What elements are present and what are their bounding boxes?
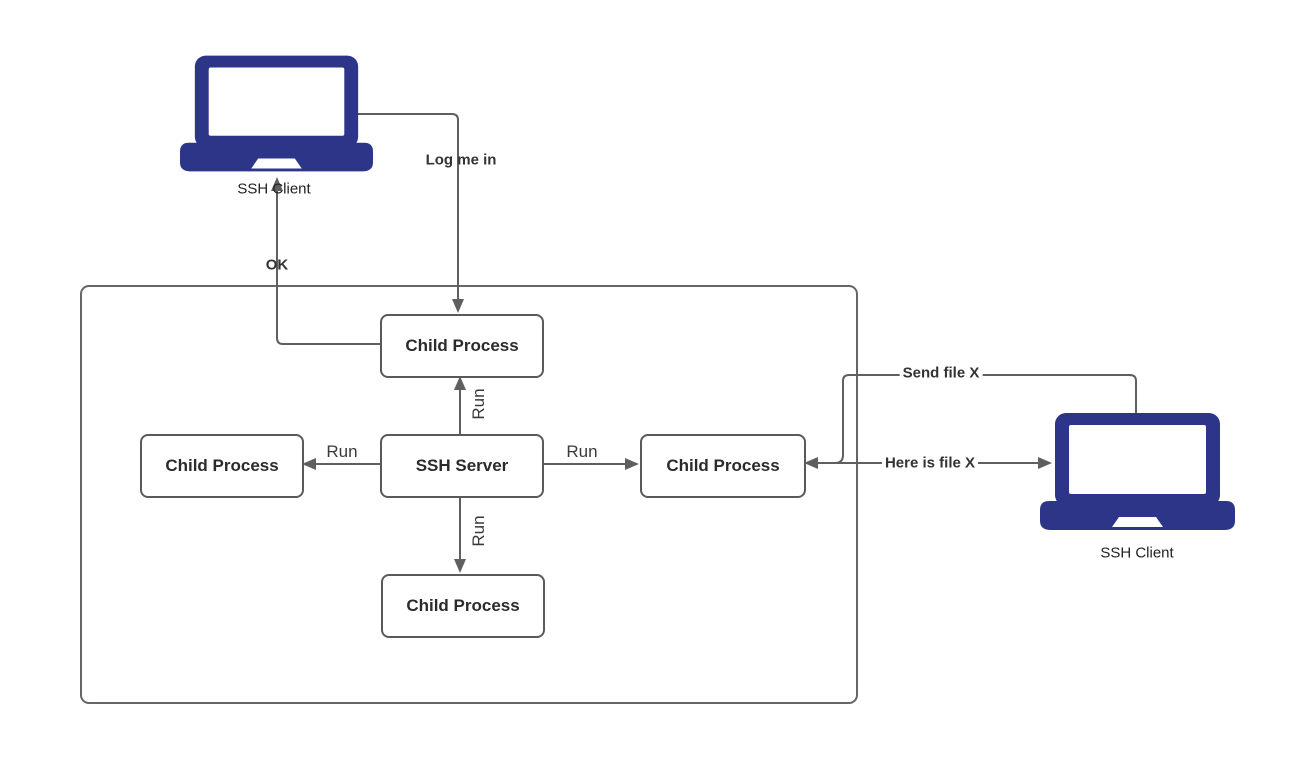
label-log-me-in: Log me in <box>425 151 497 169</box>
edge-run-left <box>302 458 380 470</box>
node-label: Child Process <box>666 456 780 475</box>
label-run-up: Run <box>469 388 488 420</box>
laptop-icon-left <box>180 55 373 172</box>
label-send-file-x: Send file X <box>899 364 983 382</box>
label-here-is-file-x: Here is file X <box>881 454 979 472</box>
node-label: Child Process <box>165 456 279 475</box>
edge-run-down <box>454 494 466 573</box>
edge-send-file <box>804 374 1137 469</box>
node-label: Child Process <box>405 336 519 355</box>
label-run-left: Run <box>326 442 358 461</box>
edge-run-right <box>540 458 639 470</box>
node-child-process-bottom: Child Process <box>381 574 545 638</box>
label-ssh-client-left: SSH Client <box>237 180 311 198</box>
node-label: SSH Server <box>415 456 509 475</box>
node-child-process-left: Child Process <box>140 434 304 498</box>
label-ok: OK <box>265 256 289 274</box>
label-run-right: Run <box>566 442 598 461</box>
edge-ok <box>271 177 380 345</box>
label-ssh-client-right: SSH Client <box>1100 544 1174 562</box>
edge-run-up <box>454 376 466 434</box>
node-child-process-right: Child Process <box>640 434 806 498</box>
label-run-down: Run <box>469 515 488 547</box>
node-ssh-server: SSH Server <box>380 434 544 498</box>
server-host-boundary <box>80 285 858 704</box>
edge-log-me-in <box>356 113 464 313</box>
node-label: Child Process <box>406 596 520 615</box>
laptop-icon-right <box>1040 413 1235 530</box>
node-child-process-top: Child Process <box>380 314 544 378</box>
